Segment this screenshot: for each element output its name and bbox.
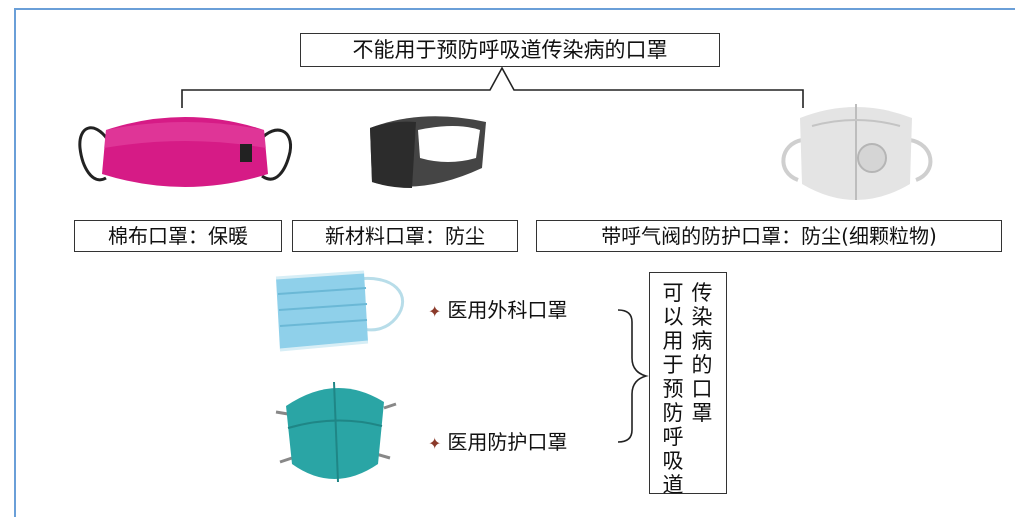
vertical-text-left: 可以用于预防呼吸道 <box>662 281 684 497</box>
diamond-bullet-icon: ✦ <box>428 302 442 321</box>
surgical-mask-label: 医用外科口罩 <box>447 298 568 322</box>
sponge-mask-icon <box>370 116 486 188</box>
cotton-mask-label: 棉布口罩：保暖 <box>74 220 282 252</box>
top-bracket <box>181 66 804 108</box>
vertical-text-right: 传染病的口罩 <box>691 281 713 425</box>
valve-mask-label: 带呼气阀的防护口罩：防尘(细颗粒物) <box>536 220 1002 252</box>
frame-top-border <box>14 8 1015 10</box>
page-title: 不能用于预防呼吸道传染病的口罩 <box>300 33 720 67</box>
sponge-mask-label: 新材料口罩：防尘 <box>292 220 518 252</box>
cotton-mask-icon <box>78 117 293 187</box>
n95-mask-label: 医用防护口罩 <box>447 430 568 454</box>
n95-mask-icon <box>275 381 397 483</box>
right-brace <box>617 309 649 443</box>
surgical-mask-icon <box>275 270 405 352</box>
n95-mask-item: ✦ 医用防护口罩 <box>428 432 567 452</box>
surgical-mask-item: ✦ 医用外科口罩 <box>428 300 567 320</box>
usable-masks-label-box: 可以用于预防呼吸道 传染病的口罩 <box>649 272 727 497</box>
frame-left-border <box>14 8 16 517</box>
diamond-bullet-icon: ✦ <box>428 434 442 453</box>
valve-mask-icon <box>781 104 933 200</box>
